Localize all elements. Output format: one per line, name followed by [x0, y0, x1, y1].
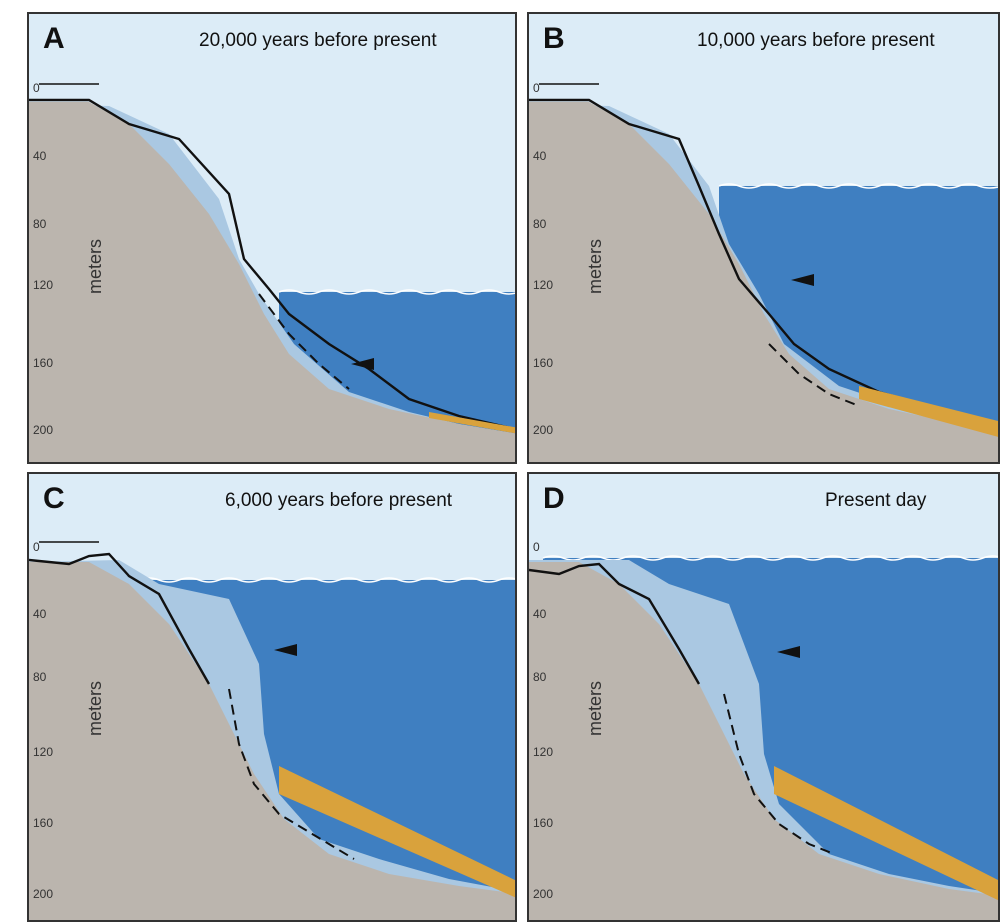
surface-profile	[29, 552, 211, 685]
sediment	[429, 412, 515, 434]
panel-c: C 6,000 years before present 0 40 80 120…	[27, 472, 517, 922]
axis-label: meters	[85, 238, 105, 294]
tick-80: 80	[533, 670, 547, 684]
tick-40: 40	[533, 149, 547, 163]
tick-0: 0	[533, 540, 540, 554]
tick-160: 160	[33, 356, 54, 370]
surface-profile	[529, 562, 701, 685]
panel-title: 20,000 years before present	[199, 30, 437, 51]
sea-surface	[278, 289, 515, 295]
buried-profile	[768, 343, 860, 407]
panel-letter: B	[543, 22, 565, 55]
bedrock	[29, 562, 515, 920]
buried-profile	[228, 688, 355, 860]
panel-d-diagram	[529, 474, 998, 920]
panel-d: D Present day 0 40 80 120 160 200 meters	[527, 472, 1000, 922]
tick-0: 0	[33, 81, 40, 95]
sea-surface	[138, 577, 515, 583]
tick-160: 160	[533, 356, 554, 370]
tick-160: 160	[533, 816, 554, 830]
buried-profile	[258, 293, 350, 390]
panel-title: Present day	[825, 490, 927, 511]
panel-title: 6,000 years before present	[225, 490, 453, 511]
tick-40: 40	[33, 607, 47, 621]
tick-200: 200	[33, 423, 54, 437]
tick-0: 0	[33, 540, 40, 554]
tick-80: 80	[33, 670, 47, 684]
panel-c-diagram	[29, 474, 515, 920]
panel-letter: C	[43, 482, 65, 515]
sediment	[279, 766, 515, 898]
axis-label: meters	[585, 238, 605, 294]
sediment	[774, 766, 998, 901]
panel-b: B 10,000 years before present 0 40 80 12…	[527, 12, 1000, 464]
tick-120: 120	[33, 278, 54, 292]
tick-200: 200	[33, 887, 54, 901]
bedrock	[529, 562, 998, 920]
panel-a: A 20,000 years before present 0 40 80 12…	[27, 12, 517, 464]
tick-200: 200	[533, 423, 554, 437]
sea-surface	[718, 183, 998, 189]
tick-120: 120	[533, 745, 554, 759]
bedrock	[529, 102, 998, 462]
tick-200: 200	[533, 887, 554, 901]
tick-80: 80	[33, 217, 47, 231]
tick-160: 160	[33, 816, 54, 830]
arrow-icon	[274, 644, 297, 656]
tick-0: 0	[533, 81, 540, 95]
axis-label: meters	[85, 680, 105, 736]
surface-profile	[29, 98, 515, 431]
tick-120: 120	[33, 745, 54, 759]
panel-letter: D	[543, 482, 565, 515]
arrow-icon	[777, 646, 800, 658]
buried-profile	[723, 693, 835, 855]
bedrock	[29, 102, 515, 462]
panel-a-diagram	[29, 14, 515, 462]
tick-40: 40	[33, 149, 47, 163]
panel-b-diagram	[529, 14, 998, 462]
arrow-icon	[791, 274, 814, 286]
sediment	[859, 386, 998, 437]
panel-title: 10,000 years before present	[697, 30, 935, 51]
panel-letter: A	[43, 22, 65, 55]
tick-120: 120	[533, 278, 554, 292]
axis-label: meters	[585, 680, 605, 736]
tick-80: 80	[533, 217, 547, 231]
arrow-icon	[351, 358, 374, 370]
tick-40: 40	[533, 607, 547, 621]
sea-surface	[542, 555, 998, 561]
